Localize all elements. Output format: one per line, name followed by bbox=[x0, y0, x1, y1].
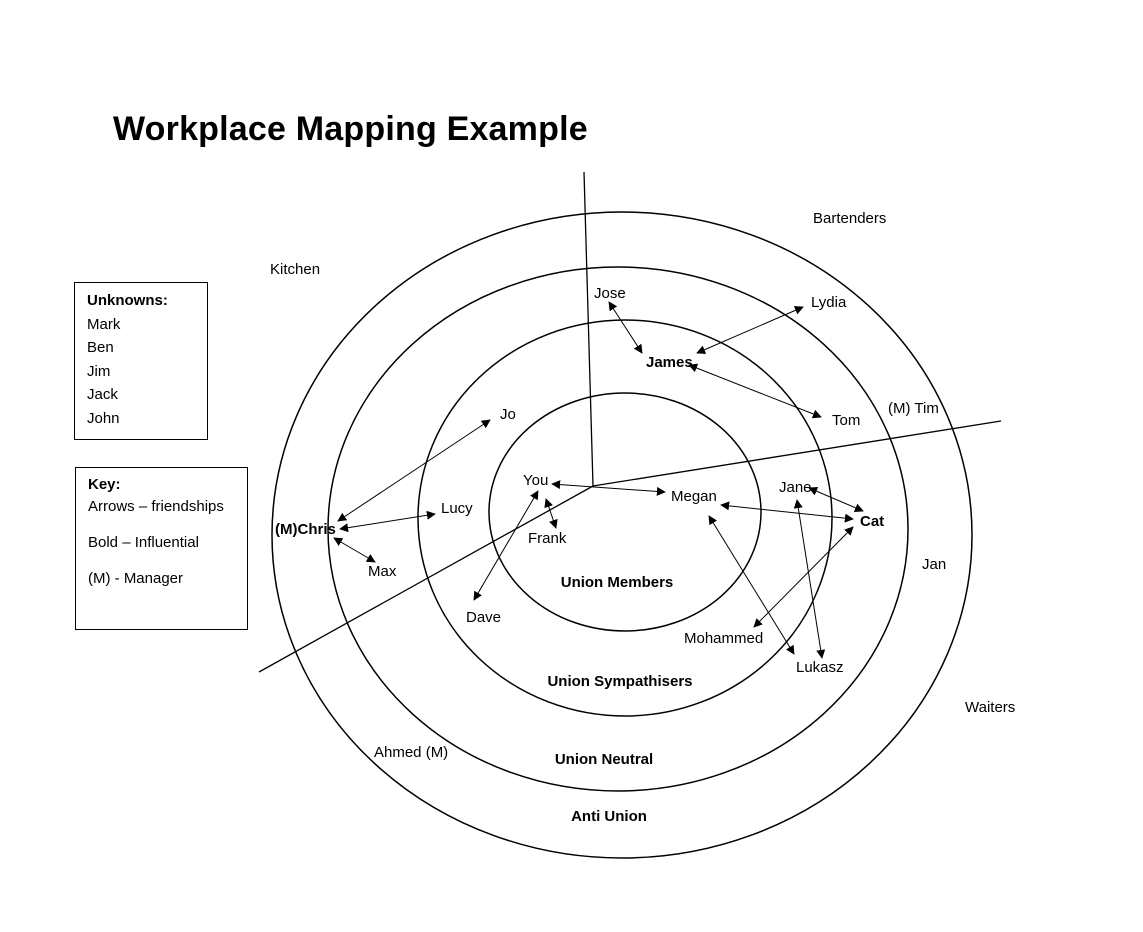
key-heading: Key: bbox=[88, 476, 121, 493]
ring-anti-union bbox=[271, 211, 973, 859]
person-frank: Frank bbox=[528, 530, 567, 547]
friendship-arrow-megan-cat bbox=[720, 501, 854, 523]
section-label-kitchen: Kitchen bbox=[270, 261, 320, 278]
ring-label-union-sympathisers: Union Sympathisers bbox=[547, 673, 692, 690]
person-you: You bbox=[523, 472, 548, 489]
unknowns-heading: Unknowns: bbox=[87, 292, 168, 309]
ring-label-union-members: Union Members bbox=[561, 574, 674, 591]
ring-label-union-neutral: Union Neutral bbox=[555, 751, 653, 768]
divider-kitchen-bartenders bbox=[583, 171, 594, 487]
friendship-arrow-you-dave bbox=[473, 490, 539, 601]
person-ahmed: Ahmed (M) bbox=[374, 744, 448, 761]
person-jo: Jo bbox=[500, 406, 516, 423]
unknown-name: John bbox=[87, 409, 120, 427]
friendship-arrow-you-frank bbox=[544, 498, 558, 529]
friendship-arrow-you-megan bbox=[551, 480, 666, 496]
page-title: Workplace Mapping Example bbox=[113, 110, 588, 148]
person-cat: Cat bbox=[860, 513, 884, 530]
unknowns-box: Unknowns: Mark Ben Jim Jack John bbox=[74, 282, 208, 440]
ring-union-neutral bbox=[327, 266, 909, 792]
person-lukasz: Lukasz bbox=[796, 659, 844, 676]
divider-kitchen-waiters bbox=[258, 485, 594, 673]
key-item-arrows: Arrows – friendships bbox=[88, 498, 224, 515]
friendship-arrow-jane-lukasz bbox=[793, 499, 826, 659]
friendship-arrow-james-lydia bbox=[696, 306, 804, 354]
friendship-arrow-jose-james bbox=[608, 301, 643, 354]
person-lucy: Lucy bbox=[441, 500, 473, 517]
friendship-arrow-chris-lucy bbox=[339, 510, 436, 533]
person-lydia: Lydia bbox=[811, 294, 847, 311]
person-chris: (M)Chris bbox=[275, 521, 336, 538]
friendship-arrow-megan-lukasz bbox=[708, 515, 795, 655]
person-tim: (M) Tim bbox=[888, 400, 939, 417]
person-jane: Jane bbox=[779, 479, 812, 496]
person-tom: Tom bbox=[832, 412, 860, 429]
person-megan: Megan bbox=[671, 488, 717, 505]
friendship-arrow-chris-jo bbox=[337, 419, 491, 522]
person-dave: Dave bbox=[466, 609, 501, 626]
person-max: Max bbox=[368, 563, 397, 580]
person-mohammed: Mohammed bbox=[684, 630, 763, 647]
friendship-arrow-jane-cat bbox=[808, 487, 864, 512]
key-item-manager: (M) - Manager bbox=[88, 570, 184, 587]
person-james: James bbox=[646, 354, 693, 371]
friendship-arrow-james-tom bbox=[688, 363, 822, 419]
section-label-waiters: Waiters bbox=[965, 699, 1015, 716]
ring-label-anti-union: Anti Union bbox=[571, 808, 647, 825]
person-jan: Jan bbox=[922, 556, 946, 573]
ring-union-sympathisers bbox=[417, 319, 833, 717]
unknown-name: Jack bbox=[87, 386, 118, 403]
divider-bartenders-waiters bbox=[592, 420, 1002, 487]
person-jose: Jose bbox=[594, 285, 626, 302]
section-label-bartenders: Bartenders bbox=[813, 210, 886, 227]
key-box: Key: Arrows – friendships Bold – Influen… bbox=[75, 467, 248, 630]
friendship-arrow-chris-max bbox=[333, 537, 376, 563]
unknown-name: Ben bbox=[87, 339, 114, 356]
key-item-bold: Bold – Influential bbox=[88, 534, 199, 551]
unknown-name: Jim bbox=[87, 362, 111, 380]
ring-union-members bbox=[488, 392, 762, 632]
unknown-name: Mark bbox=[87, 315, 121, 333]
